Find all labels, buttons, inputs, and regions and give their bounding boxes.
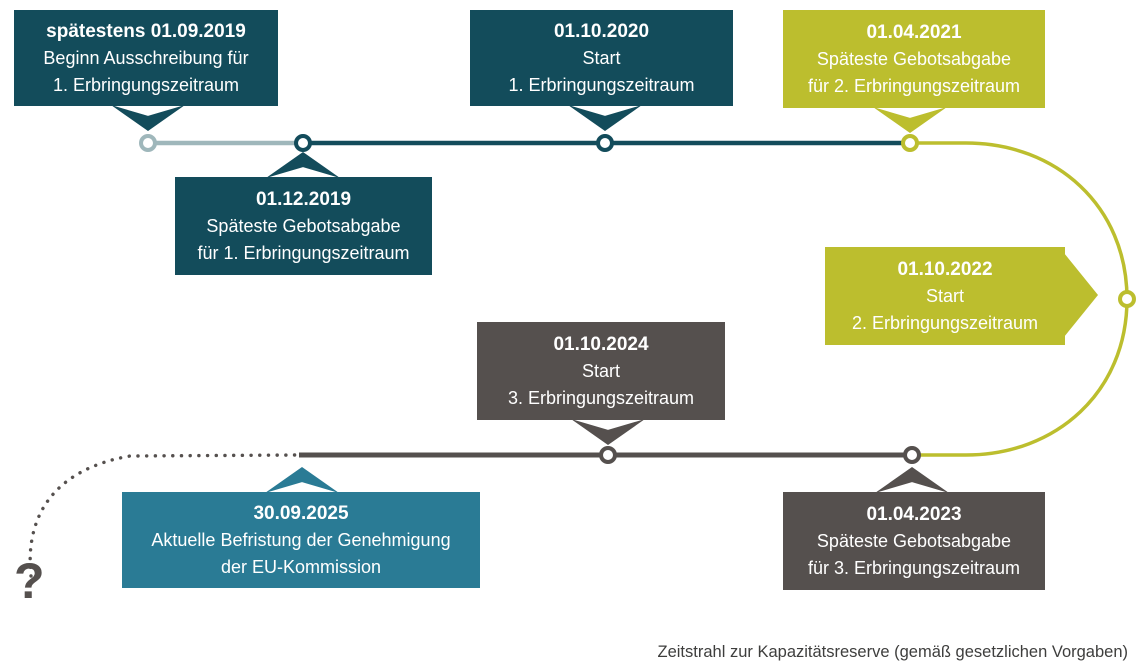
- milestone-box-gebotsabgabe-3: 01.04.2023 Späteste Gebotsabgabe für 3. …: [783, 467, 1045, 590]
- milestone-text: Späteste Gebotsabgabe: [816, 530, 1012, 551]
- node-01-10-2024: [599, 446, 617, 464]
- milestone-date: 01.12.2019: [255, 188, 352, 210]
- milestone-box-start-3: 01.10.2024 Start 3. Erbringungszeitraum: [477, 322, 725, 445]
- milestone-box-start-2: 01.10.2022 Start 2. Erbringungszeitraum: [825, 247, 1098, 345]
- milestone-box-start-1: 01.10.2020 Start 1. Erbringungszeitraum: [470, 10, 733, 131]
- milestone-text: 1. Erbringungszeitraum: [52, 74, 240, 95]
- milestone-date: 30.09.2025: [253, 502, 349, 524]
- node-01-10-2020: [596, 134, 614, 152]
- node-01-12-2019: [294, 134, 312, 152]
- milestone-text: Aktuelle Befristung der Genehmigung: [151, 529, 451, 550]
- milestone-text: Start: [581, 360, 620, 381]
- milestone-box-gebotsabgabe-2: 01.04.2021 Späteste Gebotsabgabe für 2. …: [783, 10, 1045, 133]
- milestone-text: Start: [582, 47, 621, 68]
- milestone-text: 1. Erbringungszeitraum: [508, 74, 695, 95]
- milestone-text: Späteste Gebotsabgabe: [816, 48, 1012, 69]
- milestone-box-gebotsabgabe-1: 01.12.2019 Späteste Gebotsabgabe für 1. …: [175, 152, 432, 275]
- node-01-09-2019: [139, 134, 157, 152]
- milestone-date: 01.10.2024: [553, 333, 649, 355]
- milestone-text: Beginn Ausschreibung für: [43, 47, 249, 68]
- milestone-box-beginn-ausschreibung: spätestens 01.09.2019 Beginn Ausschreibu…: [14, 10, 278, 131]
- node-01-04-2021: [901, 134, 919, 152]
- diagram-caption: Zeitstrahl zur Kapazitätsreserve (gemäß …: [657, 643, 1128, 661]
- milestone-date: 01.10.2020: [553, 20, 650, 42]
- node-01-10-2022: [1118, 290, 1136, 308]
- milestone-text: für 1. Erbringungszeitraum: [197, 242, 410, 263]
- question-mark: ?: [14, 553, 45, 609]
- milestone-text: Start: [925, 285, 964, 306]
- milestone-date: spätestens 01.09.2019: [46, 20, 246, 42]
- milestone-text: 2. Erbringungszeitraum: [851, 312, 1039, 333]
- milestone-box-eu-befristung: 30.09.2025 Aktuelle Befristung der Geneh…: [122, 467, 480, 588]
- milestone-date: 01.04.2023: [866, 503, 962, 525]
- milestone-text: für 3. Erbringungszeitraum: [807, 557, 1021, 578]
- milestone-date: 01.10.2022: [897, 258, 993, 280]
- milestone-text: der EU-Kommission: [220, 556, 382, 577]
- milestone-text: 3. Erbringungszeitraum: [507, 387, 695, 408]
- node-01-04-2023: [903, 446, 921, 464]
- milestone-date: 01.04.2021: [866, 21, 962, 43]
- milestone-text: Späteste Gebotsabgabe: [206, 215, 401, 236]
- milestone-text: für 2. Erbringungszeitraum: [807, 75, 1021, 96]
